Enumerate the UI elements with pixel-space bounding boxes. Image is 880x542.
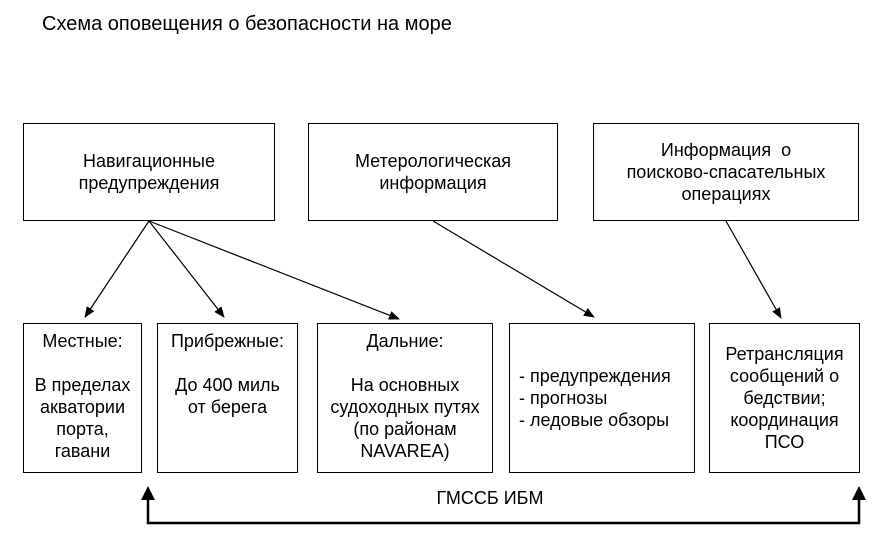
box-coastal-warnings: Прибрежные: До 400 миль от берега <box>157 323 298 473</box>
box-coastal-warnings-text: Прибрежные: До 400 миль от берега <box>170 331 285 417</box>
box-distant-warnings: Дальние: На основных судоходных путях (п… <box>317 323 493 473</box>
page-title: Схема оповещения о безопасности на море <box>42 13 452 35</box>
box-navigation-warnings-text: Навигационные предупреждения <box>78 151 220 193</box>
box-sar-information: Информация о поисково-спасательных опера… <box>593 123 859 221</box>
arrow-nav-to-distant <box>148 220 400 320</box>
arrow-nav-to-local <box>84 220 150 318</box>
arrow-meteo-to-products <box>432 220 595 318</box>
box-distant-warnings-text: Дальние: На основных судоходных путях (п… <box>330 331 480 461</box>
box-local-warnings: Местные: В пределах акватории порта, гав… <box>23 323 142 473</box>
box-meteo-products: - предупреждения - прогнозы - ледовые об… <box>509 323 695 473</box>
box-sar-information-text: Информация о поисково-спасательных опера… <box>626 140 826 204</box>
arrow-sar-to-relay <box>725 220 782 319</box>
box-local-warnings-text: Местные: В пределах акватории порта, гав… <box>34 331 131 461</box>
box-distress-relay-text: Ретрансляция сообщений о бедствии; коорд… <box>725 344 844 452</box>
bracket-right-arrowhead-icon <box>852 486 866 500</box>
bracket-left-arrowhead-icon <box>141 486 155 500</box>
box-navigation-warnings: Навигационные предупреждения <box>23 123 275 221</box>
box-distress-relay: Ретрансляция сообщений о бедствии; коорд… <box>709 323 860 473</box>
box-meteo-information-text: Метерологическая информация <box>354 151 512 193</box>
box-meteo-information: Метерологическая информация <box>308 123 558 221</box>
arrow-nav-to-coastal <box>148 220 225 318</box>
gmdss-label: ГМССБ ИБМ <box>436 488 544 508</box>
box-meteo-products-text: - предупреждения - прогнозы - ледовые об… <box>519 366 671 430</box>
